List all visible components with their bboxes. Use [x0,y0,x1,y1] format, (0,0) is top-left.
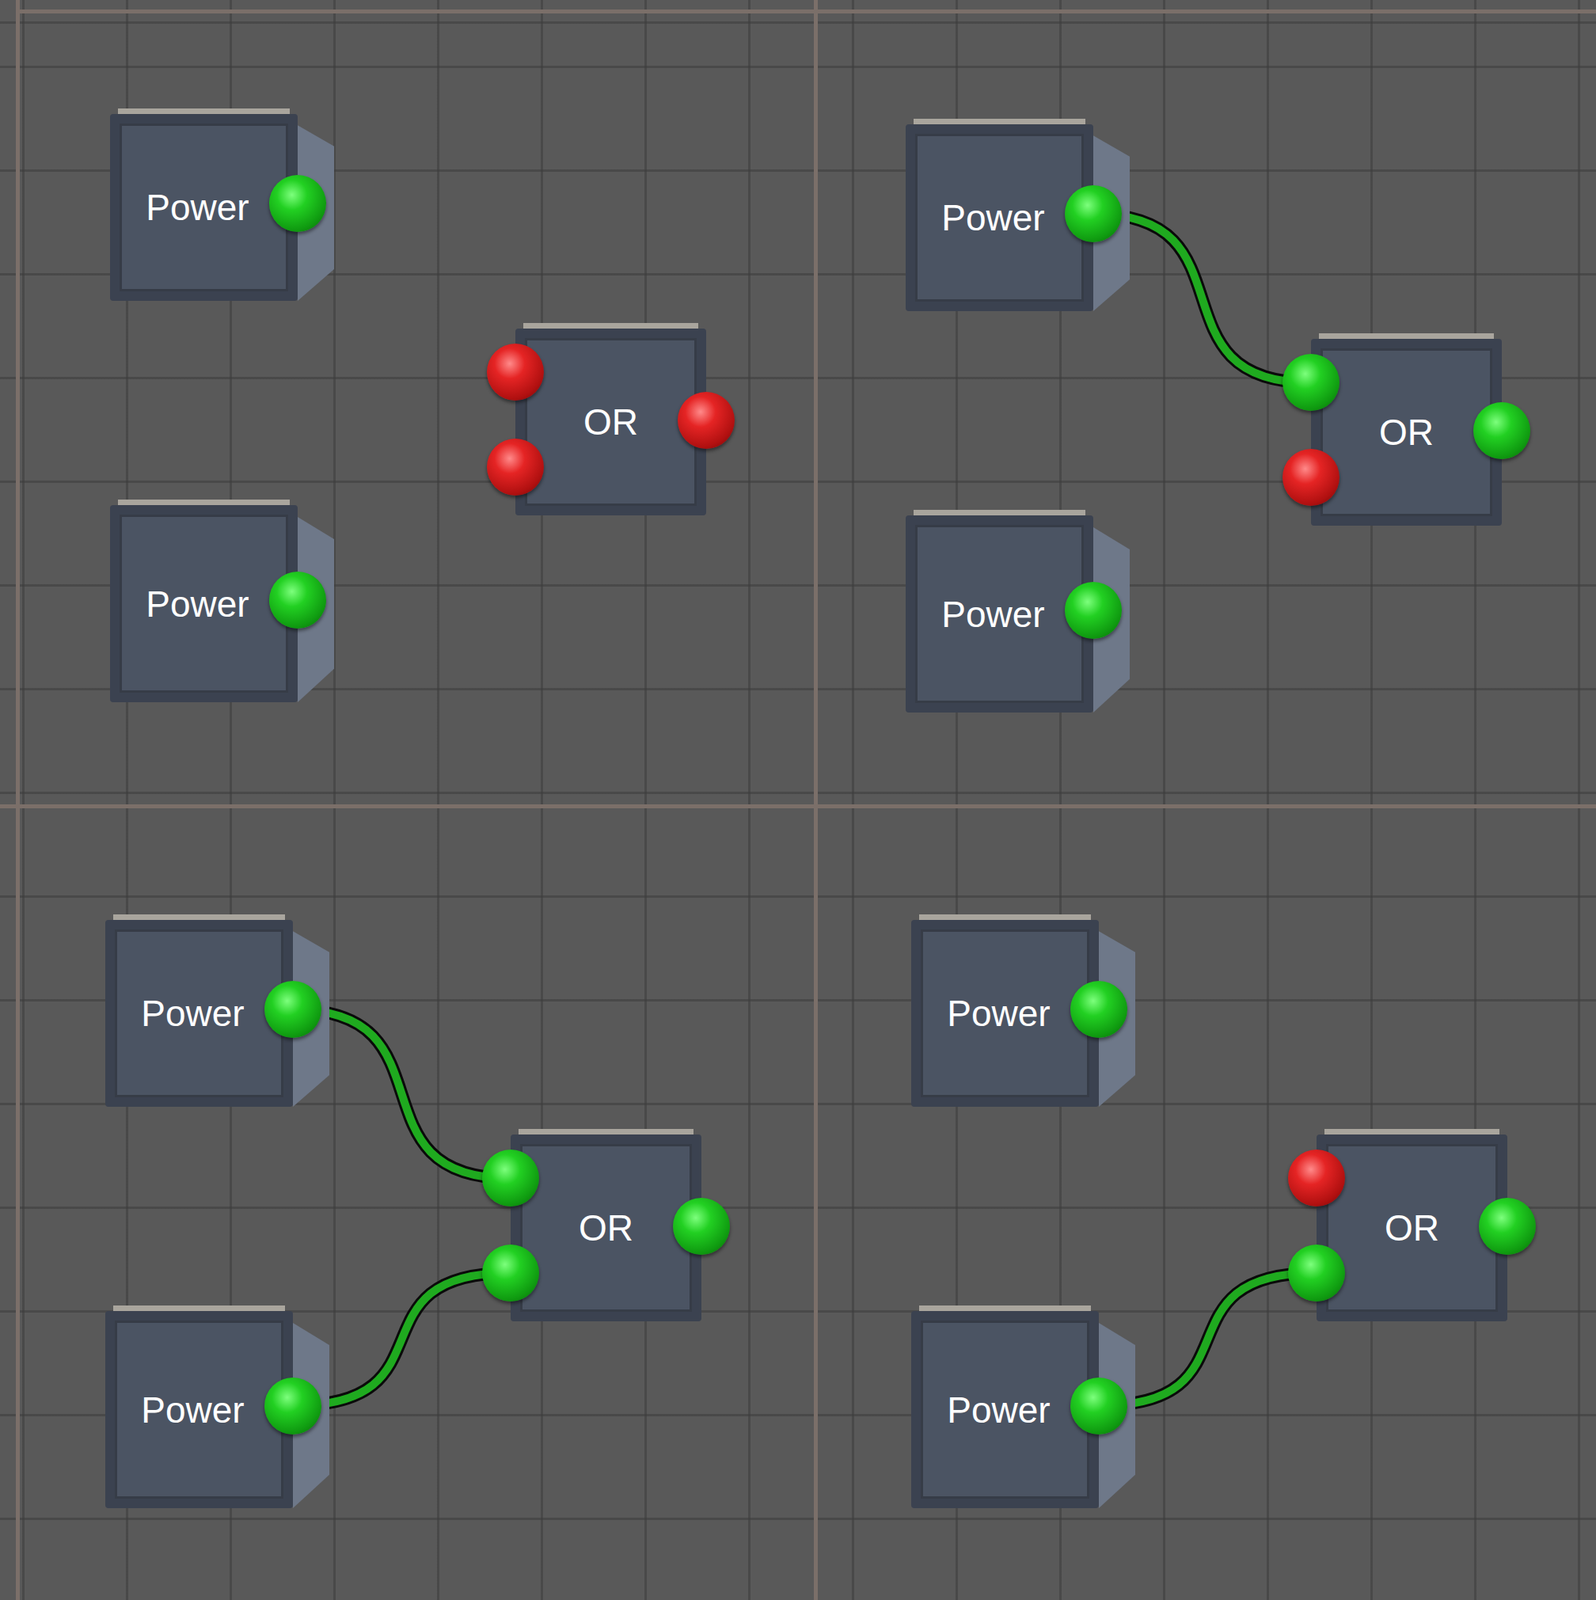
pin-on [1478,1197,1536,1255]
power-box: Power [110,505,298,703]
panel-border [15,0,20,1600]
pin-off [677,391,735,449]
box-top-edge [117,108,290,114]
or-gate-box: OR [510,1134,702,1322]
power-label: Power [941,592,1045,636]
box-top-edge [518,1128,694,1135]
box-top-edge [913,118,1086,125]
pin-off [1282,448,1340,506]
gate-label: OR [583,400,639,444]
pin-on [264,980,322,1038]
box-top-edge [1324,1128,1500,1135]
pin-on [1282,353,1340,411]
or-gate-box: OR [1311,338,1502,526]
pin-on [1288,1244,1346,1302]
pin-on [482,1149,540,1207]
pin-on [264,1377,322,1435]
power-label: Power [946,1388,1050,1432]
power-label: Power [140,1388,244,1432]
pin-on [269,174,327,232]
pin-on [482,1244,540,1302]
gate-label: OR [1384,1206,1440,1250]
box-top-edge [919,1305,1091,1311]
or-gate-box: OR [515,328,707,516]
box-top-edge [523,323,699,329]
power-label: Power [145,582,249,626]
panel-divider [813,0,818,1600]
pin-on [1070,1377,1128,1435]
pin-off [1288,1149,1346,1207]
gate-label: OR [578,1206,634,1250]
power-box: Power [911,1311,1099,1509]
power-label: Power [941,196,1045,240]
pin-on [1070,980,1128,1038]
box-top-edge [919,914,1091,920]
box-top-edge [1318,333,1494,339]
power-label: Power [145,186,249,229]
power-box: Power [105,919,293,1107]
power-box: Power [110,114,298,301]
pin-on [672,1197,730,1255]
panel-divider [0,804,1596,809]
pin-off [486,343,544,401]
pin-on [269,571,327,629]
power-box: Power [105,1311,293,1509]
power-box: Power [905,124,1094,312]
pin-on [1064,185,1122,243]
power-label: Power [946,991,1050,1035]
or-gate-box: OR [1316,1134,1508,1322]
pin-off [486,438,544,496]
power-box: Power [905,515,1094,713]
box-top-edge [117,499,290,506]
gate-label: OR [1379,410,1434,454]
pin-on [1064,581,1122,639]
panel-border [15,9,1596,14]
box-top-edge [113,914,285,920]
power-box: Power [911,919,1099,1107]
box-top-edge [113,1305,285,1311]
power-label: Power [140,991,244,1035]
box-top-edge [913,509,1086,516]
pin-on [1473,402,1531,460]
